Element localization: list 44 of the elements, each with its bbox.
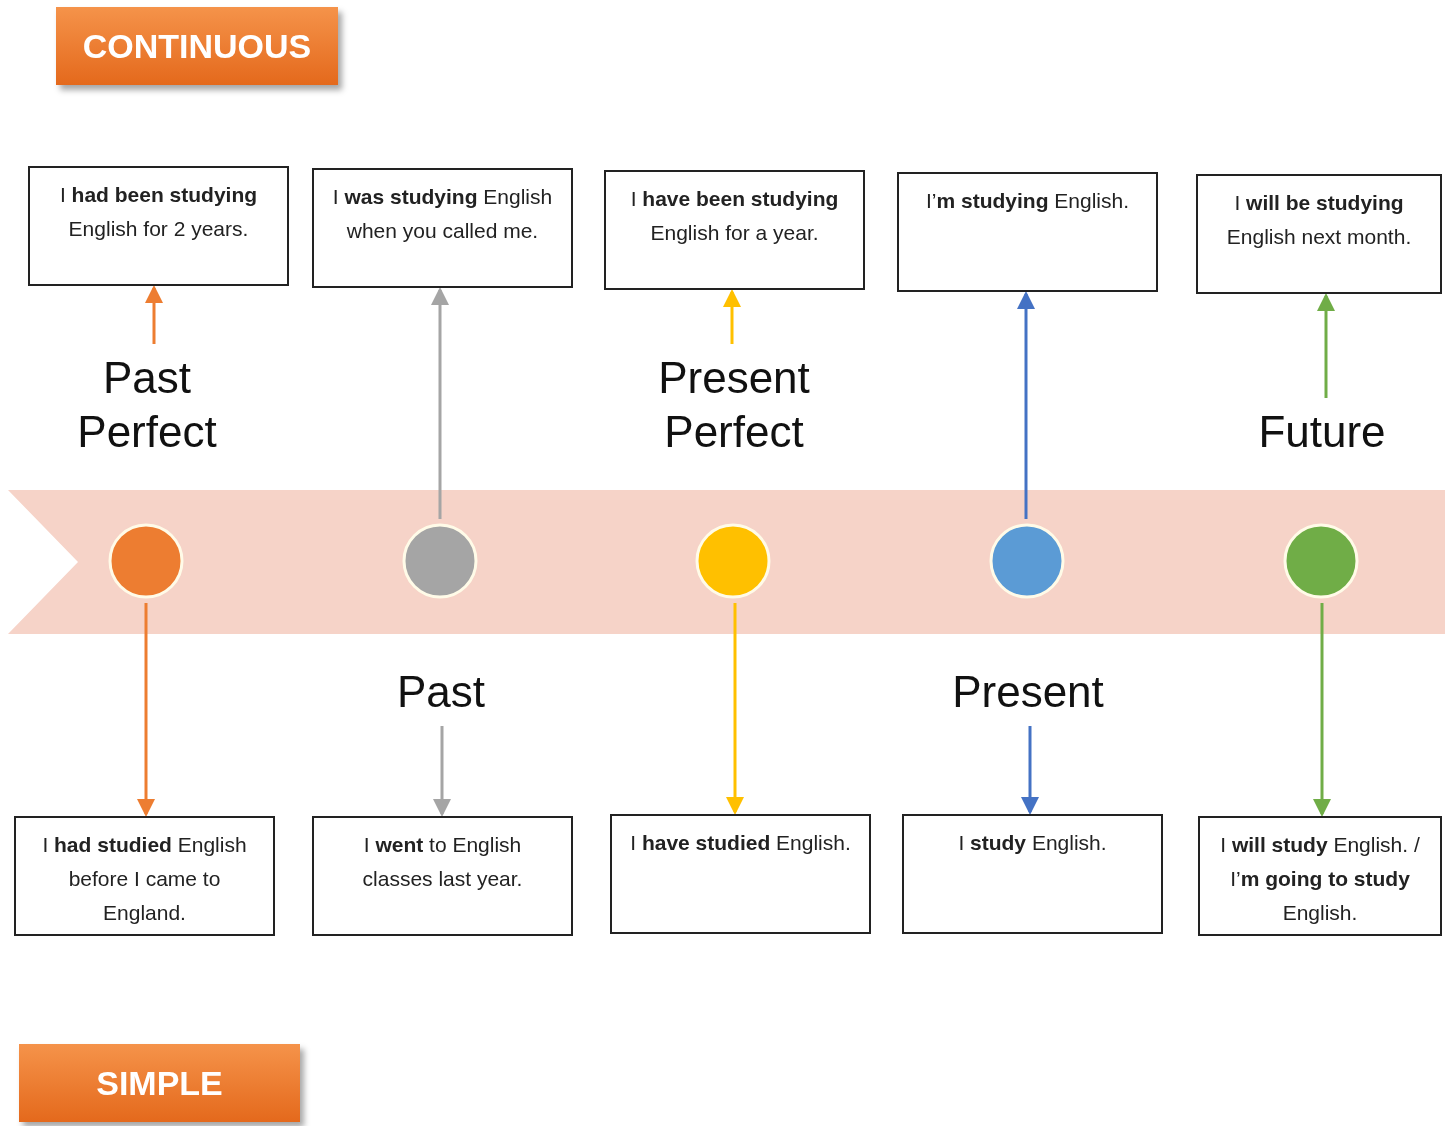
tense-label: Present Perfect	[657, 352, 811, 458]
arrow	[431, 287, 449, 519]
arrow	[1017, 291, 1035, 519]
example-sentence: I study English.	[958, 830, 1107, 856]
heading-banner	[56, 7, 338, 85]
example-box	[1196, 174, 1442, 294]
example-sentence: I was studying English when you called me.	[331, 184, 554, 244]
timeline-dot	[108, 523, 184, 599]
timeline-dot	[695, 523, 771, 599]
example-box	[610, 814, 871, 934]
example-sentence: I had studied English before I came to England.	[41, 832, 248, 926]
example-sentence: I will be studying English next month.	[1225, 190, 1413, 250]
banner-title: CONTINUOUS	[82, 26, 312, 66]
example-sentence: I went to English classes last year.	[361, 832, 524, 892]
tense-label: Past	[396, 666, 485, 718]
example-sentence: I have been studying English for a year.	[629, 186, 840, 246]
timeline-dot	[989, 523, 1065, 599]
timeline-dot	[1283, 523, 1359, 599]
example-box	[604, 170, 865, 290]
example-box	[28, 166, 289, 286]
example-box	[897, 172, 1158, 292]
example-sentence: I’m studying English.	[925, 188, 1130, 214]
example-box	[1198, 816, 1442, 936]
example-box	[14, 816, 275, 936]
heading-banner	[19, 1044, 300, 1122]
example-box	[312, 168, 573, 288]
arrow	[726, 603, 744, 815]
tense-label: Present	[952, 666, 1104, 718]
timeline-dot	[402, 523, 478, 599]
arrow	[137, 603, 155, 817]
example-sentence: I have studied English.	[630, 830, 851, 856]
example-sentence: I will study English. / I’m going to study English.	[1219, 832, 1421, 926]
example-box	[902, 814, 1163, 934]
tense-label: Past Perfect	[76, 352, 218, 458]
banner-title: SIMPLE	[96, 1063, 223, 1103]
example-sentence: I had been studying English for 2 years.	[58, 182, 259, 242]
arrow	[1317, 293, 1335, 398]
arrow	[433, 726, 451, 817]
arrow	[1021, 726, 1039, 815]
arrow	[723, 289, 741, 344]
tense-label: Future	[1258, 406, 1386, 458]
example-box	[312, 816, 573, 936]
arrow	[145, 285, 163, 344]
arrow	[1313, 603, 1331, 817]
